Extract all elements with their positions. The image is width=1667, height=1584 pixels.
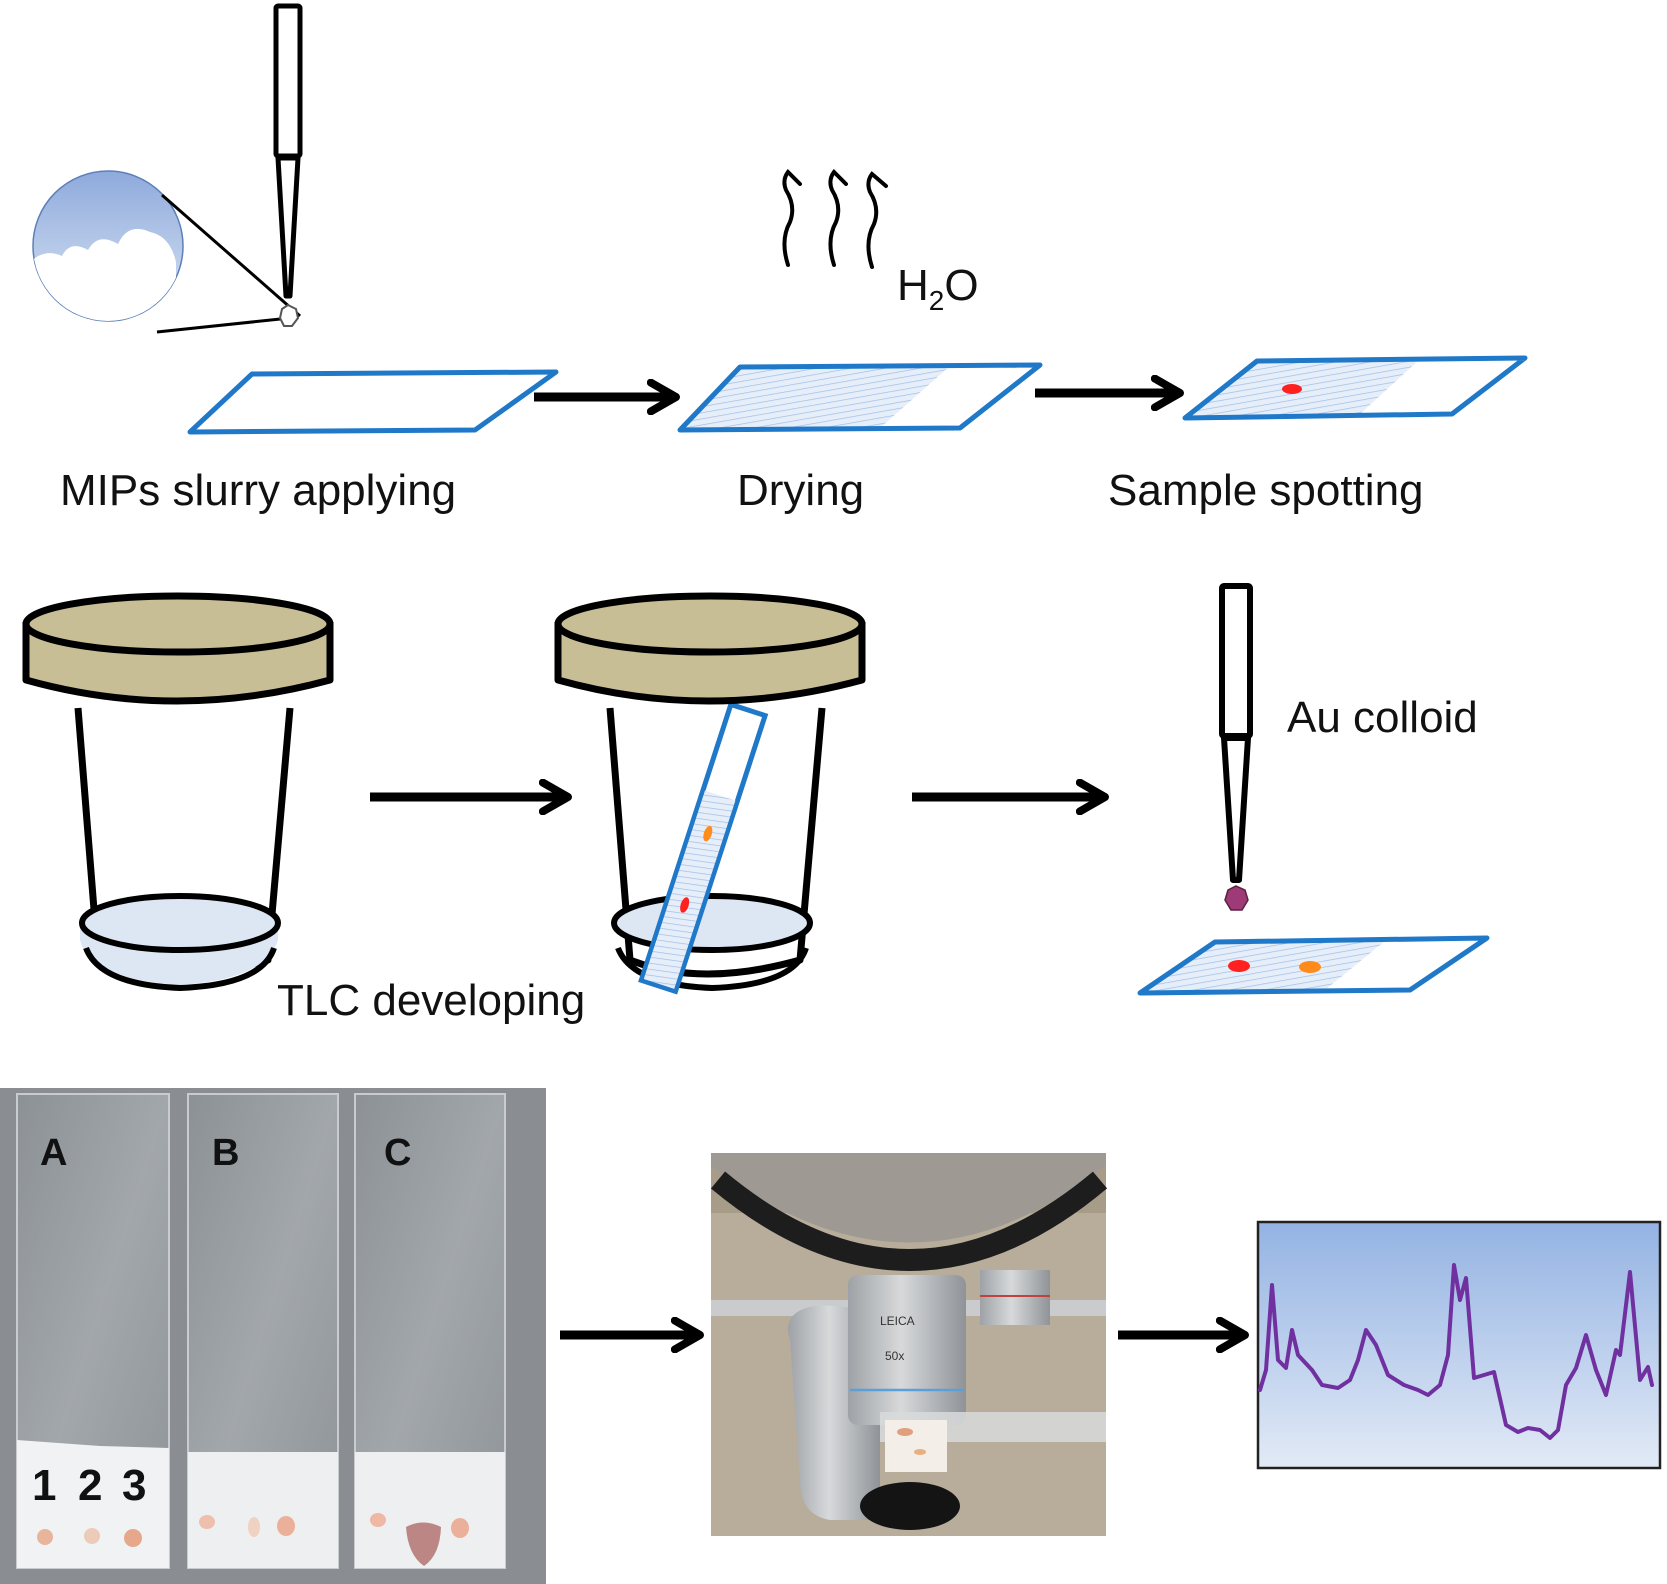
pipette-icon	[273, 3, 303, 327]
mip-particle-magnified-icon	[32, 170, 301, 334]
developing-jar-empty	[22, 592, 334, 992]
label-drying: Drying	[737, 466, 864, 515]
objective-brand: LEICA	[880, 1314, 915, 1328]
panel-label-b: B	[212, 1132, 239, 1174]
svg-text:H2O: H2O	[897, 261, 979, 316]
label-sample-spotting: Sample spotting	[1108, 466, 1424, 515]
tlc-plate-spotted	[1182, 355, 1528, 421]
lane-label-3: 3	[122, 1461, 146, 1510]
water-label: H2O	[897, 261, 979, 316]
pipette-au-colloid-icon	[1219, 583, 1253, 911]
panel-label-a: A	[40, 1132, 67, 1174]
label-tlc-developing: TLC developing	[277, 976, 585, 1025]
spectrum-line	[1258, 1263, 1654, 1440]
sers-spectrum-plot	[1256, 1220, 1662, 1470]
raman-microscope-photo: LEICA 50x	[710, 1153, 1108, 1536]
steam-icon	[782, 168, 888, 269]
lane-label-2: 2	[78, 1461, 102, 1510]
red-spot	[1228, 960, 1250, 972]
objective-magnification: 50x	[885, 1349, 904, 1363]
tlc-plate-developed	[1137, 935, 1490, 996]
tlc-plates-photo: A B C 1 2 3	[0, 1088, 546, 1584]
lane-label-1: 1	[32, 1461, 56, 1510]
label-mips-slurry-applying: MIPs slurry applying	[60, 466, 456, 515]
developing-jar-with-plate	[554, 592, 866, 995]
tlc-plate-empty	[187, 369, 559, 435]
orange-spot	[1299, 961, 1321, 973]
label-au-colloid: Au colloid	[1287, 693, 1478, 742]
red-sample-spot	[1282, 384, 1302, 394]
tlc-plate-coated	[677, 362, 1043, 433]
panel-label-c: C	[384, 1132, 411, 1174]
